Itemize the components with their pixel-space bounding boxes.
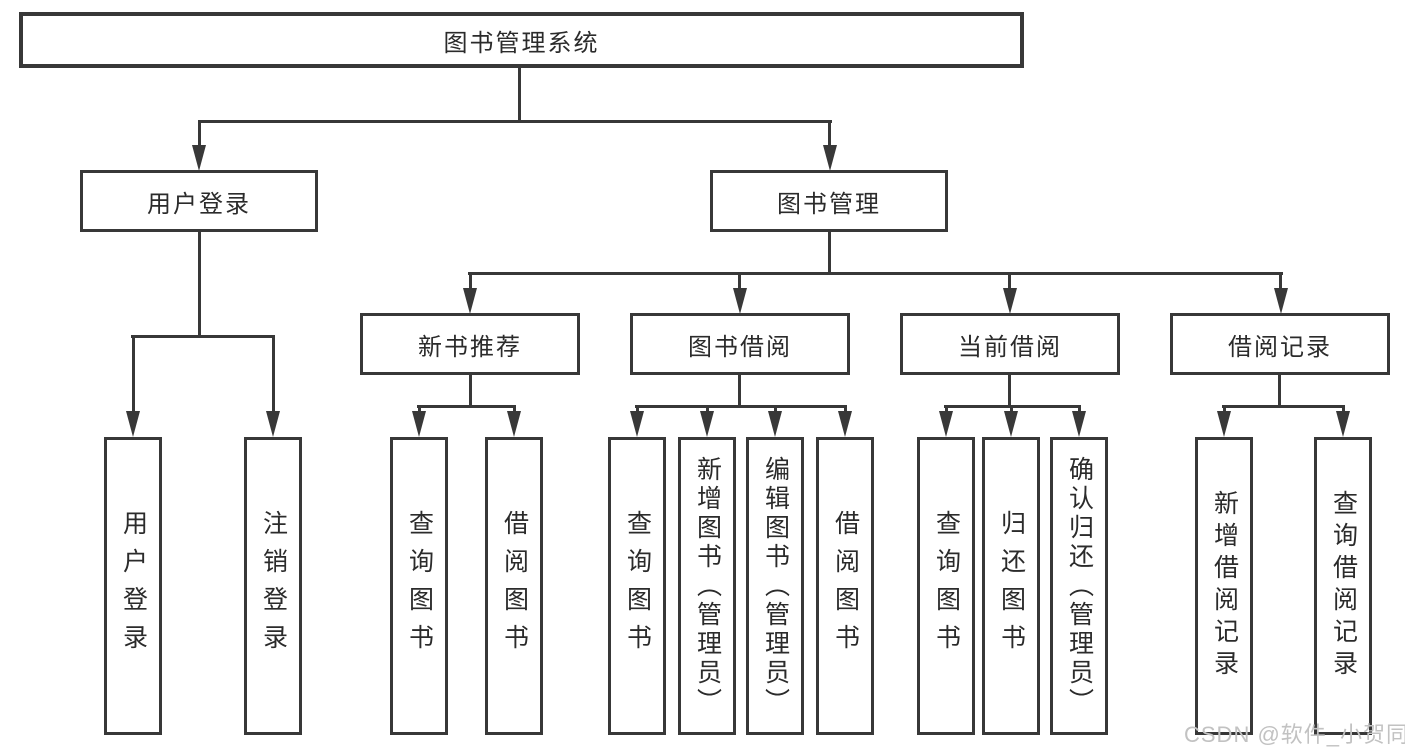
connector-line [706, 405, 709, 413]
arrowhead-down-icon [192, 145, 206, 171]
leaf-add-borrow-record: 新增借阅记录 [1195, 437, 1253, 735]
arrowhead-down-icon [1072, 411, 1086, 437]
connector-line [844, 405, 847, 413]
leaf-query-books: 查询图书 [917, 437, 975, 735]
leaf-logout: 注销登录 [244, 437, 302, 735]
connector-line [738, 373, 741, 407]
leaf-add-books-admin: 新增图书（管理员） [678, 437, 736, 735]
arrowhead-down-icon [700, 411, 714, 437]
node-book-management: 图书管理 [710, 170, 948, 232]
arrowhead-down-icon [266, 411, 280, 437]
arrowhead-down-icon [768, 411, 782, 437]
connector-line [1279, 272, 1282, 290]
leaf-label: 查询借阅记录 [1329, 490, 1358, 682]
connector-line [272, 335, 275, 415]
arrowhead-down-icon [1004, 411, 1018, 437]
node-book-borrowing: 图书借阅 [630, 313, 850, 375]
connector-line [1342, 405, 1345, 413]
arrowhead-down-icon [507, 411, 521, 437]
arrowhead-down-icon [126, 411, 140, 437]
connector-line [635, 405, 847, 408]
connector-line [1223, 405, 1226, 413]
leaf-query-books: 查询图书 [390, 437, 448, 735]
connector-line [1078, 405, 1081, 413]
leaf-label: 新增借阅记录 [1210, 490, 1239, 682]
leaf-user-login: 用户登录 [104, 437, 162, 735]
node-new-book-recommendation: 新书推荐 [360, 313, 580, 375]
connector-line [1222, 405, 1345, 408]
leaf-label: 查询图书 [623, 510, 652, 662]
connector-line [1278, 373, 1281, 407]
arrowhead-down-icon [733, 288, 747, 314]
leaf-label: 归还图书 [997, 510, 1026, 662]
leaf-label: 编辑图书（管理员） [761, 455, 790, 717]
connector-line [1008, 373, 1011, 407]
connector-line [945, 405, 948, 413]
arrowhead-down-icon [838, 411, 852, 437]
watermark: CSDN @软件_小贺同学 [1184, 722, 1405, 747]
leaf-query-books: 查询图书 [608, 437, 666, 735]
connector-line [518, 66, 521, 122]
arrowhead-down-icon [412, 411, 426, 437]
connector-line [828, 120, 831, 148]
leaf-label: 新增图书（管理员） [693, 455, 722, 717]
arrowhead-down-icon [463, 288, 477, 314]
arrowhead-down-icon [823, 145, 837, 171]
connector-line [513, 405, 516, 413]
arrowhead-down-icon [939, 411, 953, 437]
connector-line [1008, 272, 1011, 290]
node-borrowing-records: 借阅记录 [1170, 313, 1390, 375]
leaf-label: 借阅图书 [500, 510, 529, 662]
connector-line [468, 272, 1283, 275]
connector-line [198, 120, 832, 123]
leaf-confirm-return-admin: 确认归还（管理员） [1050, 437, 1108, 735]
leaf-label: 查询图书 [932, 510, 961, 662]
leaf-borrow-books: 借阅图书 [816, 437, 874, 735]
connector-line [418, 405, 421, 413]
connector-line [469, 272, 472, 290]
connector-line [131, 335, 275, 338]
node-library-management-system: 图书管理系统 [19, 12, 1024, 68]
leaf-label: 查询图书 [405, 510, 434, 662]
connector-line [636, 405, 639, 413]
arrowhead-down-icon [630, 411, 644, 437]
connector-line [132, 335, 135, 415]
node-current-borrowing: 当前借阅 [900, 313, 1120, 375]
connector-line [417, 405, 516, 408]
leaf-label: 确认归还（管理员） [1065, 455, 1094, 717]
arrowhead-down-icon [1217, 411, 1231, 437]
connector-line [198, 230, 201, 337]
leaf-return-books: 归还图书 [982, 437, 1040, 735]
arrowhead-down-icon [1336, 411, 1350, 437]
node-user-login: 用户登录 [80, 170, 318, 232]
leaf-label: 注销登录 [259, 510, 288, 662]
connector-line [828, 230, 831, 274]
connector-line [198, 120, 201, 148]
connector-line [469, 373, 472, 407]
arrowhead-down-icon [1274, 288, 1288, 314]
leaf-label: 用户登录 [119, 510, 148, 662]
leaf-label: 借阅图书 [831, 510, 860, 662]
leaf-query-borrow-record: 查询借阅记录 [1314, 437, 1372, 735]
connector-line [1010, 405, 1013, 413]
connector-line [738, 272, 741, 290]
leaf-borrow-books: 借阅图书 [485, 437, 543, 735]
connector-line [774, 405, 777, 413]
arrowhead-down-icon [1003, 288, 1017, 314]
leaf-edit-books-admin: 编辑图书（管理员） [746, 437, 804, 735]
